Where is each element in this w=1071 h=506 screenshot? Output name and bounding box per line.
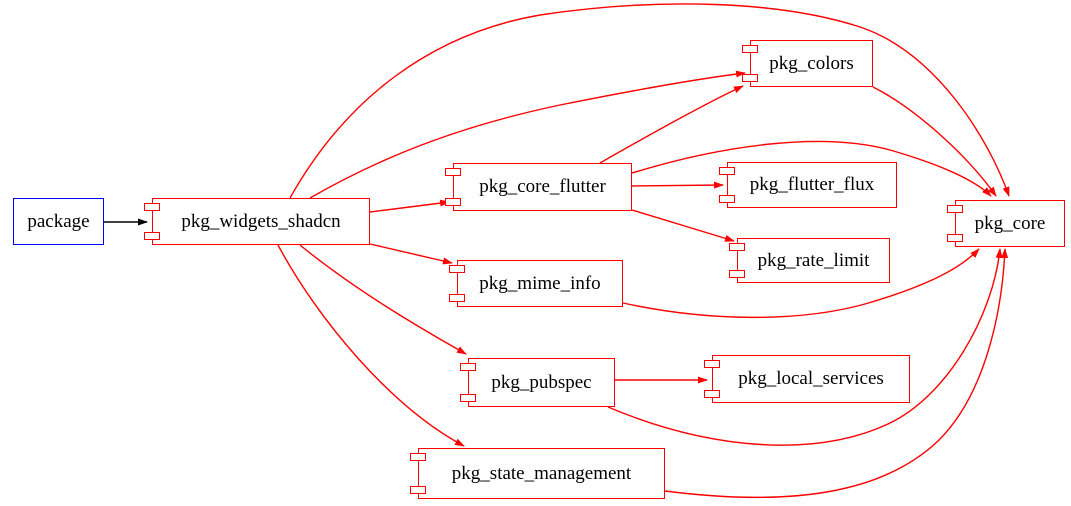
edge-pkg_core_flutter-pkg_colors: [599, 85, 744, 164]
component-tab-icon: [719, 195, 735, 203]
edge-pkg_mime_info-pkg_core: [622, 248, 980, 319]
node-label: pkg_widgets_shadcn: [181, 210, 341, 232]
node-pkg_colors[interactable]: pkg_colors: [742, 40, 873, 87]
edge-pkg_widgets_shadcn-pkg_state_management: [277, 244, 465, 447]
component-tab-icon: [729, 270, 745, 278]
node-package[interactable]: package: [13, 198, 104, 245]
component-tab-icon: [947, 234, 963, 242]
node-pkg_core[interactable]: pkg_core: [947, 200, 1065, 247]
edge-pkg_widgets_shadcn-pkg_pubspec: [299, 244, 467, 355]
component-tab-icon: [704, 390, 720, 398]
component-tab-icon: [144, 203, 160, 211]
component-tab-icon: [410, 453, 426, 461]
node-label: pkg_local_services: [738, 368, 884, 389]
edge-pkg_colors-pkg_core: [872, 86, 997, 197]
node-label: pkg_rate_limit: [757, 249, 870, 271]
component-tab-icon: [742, 74, 758, 82]
component-tab-icon: [947, 205, 963, 213]
edge-pkg_pubspec-pkg_core: [607, 248, 1003, 446]
component-tab-icon: [410, 486, 426, 494]
node-pkg_pubspec[interactable]: pkg_pubspec: [460, 358, 615, 407]
edge-pkg_core_flutter-pkg_rate_limit: [631, 209, 735, 242]
component-tab-icon: [144, 232, 160, 240]
edge-pkg_widgets_shadcn-pkg_colors: [309, 70, 746, 199]
node-pkg_widgets_shadcn[interactable]: pkg_widgets_shadcn: [144, 198, 370, 245]
edge-pkg_core_flutter-pkg_core: [631, 140, 992, 197]
edge-pkg_widgets_shadcn-pkg_core_flutter: [369, 199, 450, 213]
component-tab-icon: [460, 363, 476, 371]
node-pkg_core_flutter[interactable]: pkg_core_flutter: [445, 163, 632, 211]
component-tab-icon: [445, 198, 461, 206]
node-label: pkg_core: [974, 212, 1046, 234]
component-tab-icon: [449, 265, 465, 273]
component-tab-icon: [445, 168, 461, 176]
component-tab-icon: [449, 294, 465, 302]
node-label: pkg_core_flutter: [479, 176, 606, 197]
node-label: pkg_flutter_flux: [749, 174, 875, 195]
component-tab-icon: [729, 243, 745, 251]
node-label: package: [27, 210, 90, 232]
edge-pkg_core_flutter-pkg_flutter_flux: [631, 181, 724, 189]
node-label: pkg_pubspec: [491, 371, 592, 393]
node-pkg_local_services[interactable]: pkg_local_services: [704, 355, 910, 403]
edge-pkg_state_management-pkg_core: [664, 248, 1009, 499]
node-pkg_flutter_flux[interactable]: pkg_flutter_flux: [719, 162, 897, 208]
component-tab-icon: [719, 167, 735, 175]
node-label: pkg_colors: [769, 52, 854, 74]
node-pkg_rate_limit[interactable]: pkg_rate_limit: [729, 238, 890, 283]
node-label: pkg_state_management: [451, 462, 632, 484]
component-tab-icon: [460, 394, 476, 402]
edge-pkg_widgets_shadcn-pkg_core: [289, 3, 1010, 199]
component-tab-icon: [742, 45, 758, 53]
edge-pkg_widgets_shadcn-pkg_mime_info: [369, 243, 453, 265]
node-label: pkg_mime_info: [479, 272, 601, 294]
component-tab-icon: [704, 360, 720, 368]
node-pkg_mime_info[interactable]: pkg_mime_info: [449, 260, 623, 307]
node-pkg_state_management[interactable]: pkg_state_management: [410, 448, 665, 499]
